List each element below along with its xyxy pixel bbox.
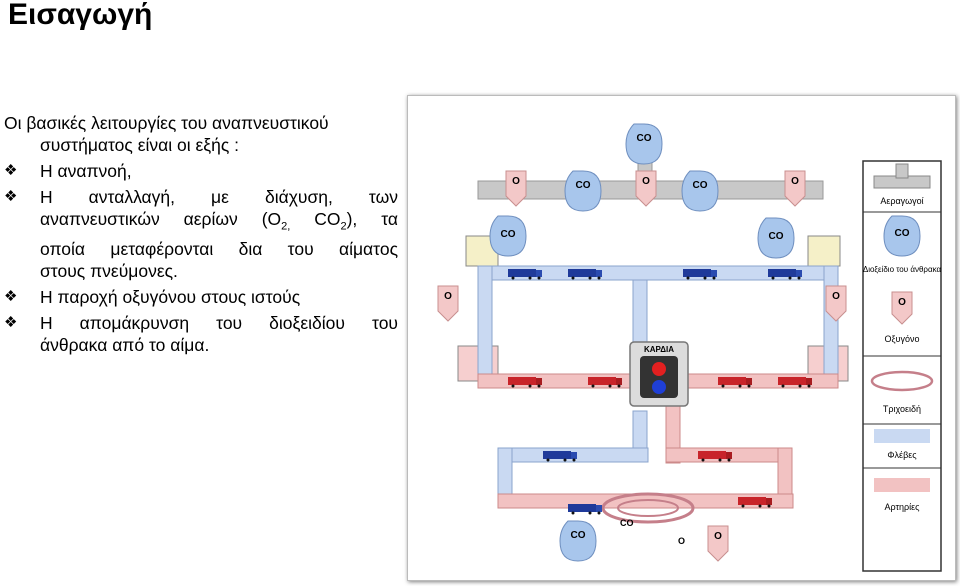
co2-label: CO	[501, 229, 516, 240]
legend-co2-symbol: CO	[895, 228, 910, 239]
diamond-bullet-icon: ❖	[4, 287, 18, 305]
respiratory-diagram: ΚΑΡΔΙΑ CO CO CO CO CO CO O O O O O O CO …	[407, 95, 956, 581]
legend-co2-label: Διοξείδιο του άνθρακα	[863, 265, 942, 274]
red-light-icon	[652, 362, 666, 376]
text-content: Οι βασικές λειτουργίες του αναπνευστικού…	[0, 112, 398, 356]
heart-traffic-light: ΚΑΡΔΙΑ	[629, 341, 689, 407]
o2-drops	[437, 170, 847, 562]
legend-artery-swatch	[874, 478, 930, 492]
diagram-svg: ΚΑΡΔΙΑ CO CO CO CO CO CO O O O O O O CO …	[437, 123, 942, 572]
legend-airway-label: Αεραγωγοί	[880, 196, 923, 206]
diamond-bullet-icon: ❖	[4, 313, 18, 331]
o2-label: O	[714, 531, 722, 542]
bullet-item-1: ❖ Η αναπνοή,	[0, 160, 398, 182]
legend-o2-label: Οξυγόνο	[885, 334, 920, 344]
co2-drop	[625, 123, 663, 165]
diamond-bullet-icon: ❖	[4, 188, 18, 205]
diamond-bullet-icon: ❖	[4, 162, 18, 179]
o2-label: O	[791, 176, 799, 187]
co2-label: CO	[576, 180, 591, 191]
o2-labels: O O O O O O	[444, 176, 840, 542]
blue-light-icon	[652, 380, 666, 394]
o2-drop	[437, 285, 459, 322]
subscript: 2	[340, 220, 347, 233]
heart-label: ΚΑΡΔΙΑ	[644, 345, 674, 354]
o2-drop	[635, 170, 657, 207]
formula-text: αναπνευστικών αερίων (O	[40, 209, 282, 229]
bullet-item-2: ❖ Η ανταλλαγή, με διάχυση, των αναπνευστ…	[0, 186, 398, 282]
co2-label: CO	[769, 231, 784, 242]
o2-drop	[707, 525, 729, 562]
formula-text: CO	[290, 209, 341, 229]
legend-airway-stem	[895, 163, 909, 179]
bullet-item-4: ❖ Η απομάκρυνση του διοξειδίου του άνθρα…	[0, 312, 398, 356]
capillary-bed	[601, 492, 695, 524]
bullet-text: στους πνεύμονες.	[40, 260, 178, 281]
bullet-text: Η απομάκρυνση του διοξειδίου του	[40, 312, 398, 333]
co2-drop	[681, 170, 719, 212]
legend: Αεραγωγοί CO Διοξείδιο του άνθρακα O Οξυ…	[862, 160, 942, 572]
co2-label: CO	[637, 133, 652, 144]
legend-o2-symbol: O	[898, 297, 906, 308]
o2-label: O	[832, 291, 840, 302]
legend-arteries-label: Αρτηρίες	[884, 502, 920, 512]
bullet-item-3: ❖ Η παροχή οξυγόνου στους ιστούς	[0, 286, 398, 308]
truck-blue	[568, 504, 602, 515]
formula-text: ), τα	[346, 209, 398, 229]
o2-label: O	[642, 176, 650, 187]
o2-label: O	[444, 291, 452, 302]
legend-vein-swatch	[874, 429, 930, 443]
intro-line-1: Οι βασικές λειτουργίες του αναπνευστικού	[4, 113, 329, 133]
o2-molecule-label: O	[678, 536, 685, 546]
o2-drop	[784, 170, 806, 207]
subscript: 2,	[281, 220, 291, 233]
o2-drop	[825, 285, 847, 322]
legend-capillary-swatch	[870, 370, 934, 392]
legend-veins-label: Φλέβες	[887, 450, 917, 460]
co2-molecule-label: CO	[620, 518, 634, 528]
intro-line-2: συστήματος είναι οι εξής :	[40, 135, 240, 155]
o2-drop	[505, 170, 527, 207]
co2-label: CO	[693, 180, 708, 191]
bullet-text: οποία μεταφέρονται δια του αίματος	[40, 238, 398, 259]
co2-label: CO	[571, 530, 586, 541]
intro-paragraph: Οι βασικές λειτουργίες του αναπνευστικού…	[0, 112, 398, 156]
bullet-text: Η παροχή οξυγόνου στους ιστούς	[40, 286, 301, 307]
co2-labels: CO CO CO CO CO CO	[501, 133, 784, 541]
bullet-text-formula: αναπνευστικών αερίων (O2, CO2), τα	[40, 208, 398, 238]
bullet-text: άνθρακα από το αίμα.	[40, 334, 210, 355]
page-title: Εισαγωγή	[8, 0, 153, 31]
co2-drop	[559, 520, 597, 562]
co2-drop	[564, 170, 602, 212]
bullet-text: Η αναπνοή,	[40, 161, 132, 181]
capillary-inner	[617, 499, 679, 517]
legend-o2-drop	[891, 291, 913, 325]
o2-label: O	[512, 176, 520, 187]
bullet-text: Η ανταλλαγή, με διάχυση, των	[40, 187, 398, 207]
legend-capillaries-label: Τριχοειδή	[883, 404, 921, 414]
